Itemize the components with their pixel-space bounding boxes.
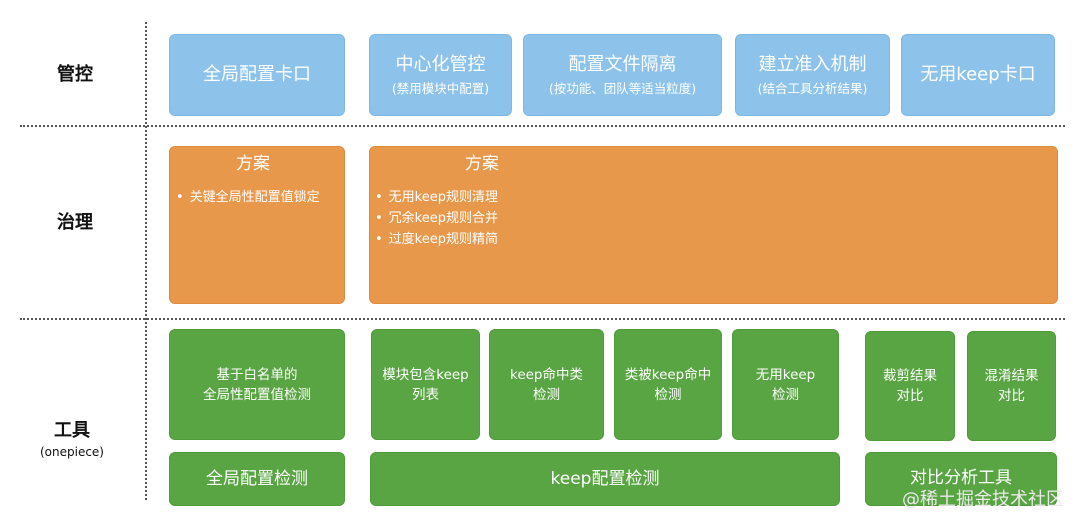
row-label-control-text: 管控 xyxy=(57,64,93,85)
tool-group-label: keep配置检测 xyxy=(550,469,660,489)
watermark-text: @稀土掘金技术社区 xyxy=(902,489,1064,510)
tool-box-line2: 对比 xyxy=(896,388,924,404)
control-box-centralized-control: 中心化管控 (禁用模块中配置) xyxy=(369,34,512,116)
tool-box-line2: 检测 xyxy=(654,386,682,403)
row-label-governance-text: 治理 xyxy=(57,212,93,233)
row-label-tools-sublabel: (onepiece) xyxy=(39,445,104,459)
tool-box-obfuscation-result-compare: 混淆结果 对比 xyxy=(967,331,1056,441)
tool-group-global-config-check: 全局配置检测 xyxy=(169,452,345,506)
row-label-governance: 治理 xyxy=(30,212,120,234)
tool-box-line2: 检测 xyxy=(533,386,560,403)
tool-box-line2: 列表 xyxy=(412,386,439,403)
row-divider-governance-tools xyxy=(20,318,1065,320)
tool-group-keep-config-check: keep配置检测 xyxy=(370,452,840,506)
tool-box-line1: 混淆结果 xyxy=(984,368,1039,384)
tool-box-line2: 全局性配置值检测 xyxy=(203,386,311,403)
governance-bullet-list: 关键全局性配置值锁定 xyxy=(176,187,320,208)
control-box-unused-keep-gate: 无用keep卡口 xyxy=(901,34,1055,116)
tool-group-compare-analysis: 对比分析工具 xyxy=(865,452,1057,506)
row-label-tools: 工具 (onepiece) xyxy=(22,420,122,460)
control-box-admission-mechanism: 建立准入机制 (结合工具分析结果) xyxy=(735,34,890,116)
row-divider-control-governance xyxy=(20,125,1065,127)
control-box-title: 全局配置卡口 xyxy=(203,64,311,85)
tool-box-module-keep-list: 模块包含keep 列表 xyxy=(371,329,480,440)
control-box-title: 建立准入机制 xyxy=(758,53,867,75)
tool-group-label: 对比分析工具 xyxy=(910,468,1012,488)
governance-bullet-list: 无用keep规则清理 冗余keep规则合并 过度keep规则精简 xyxy=(375,187,498,250)
control-box-title: 配置文件隔离 xyxy=(568,53,677,75)
governance-bullet-item: 过度keep规则精简 xyxy=(375,229,498,250)
label-column-divider xyxy=(145,22,147,500)
control-box-title: 无用keep卡口 xyxy=(920,64,1036,85)
tool-box-class-keep-hit-check: 类被keep命中 检测 xyxy=(614,329,722,440)
tool-box-keep-hit-class-check: keep命中类 检测 xyxy=(489,329,604,440)
control-box-subtitle: (结合工具分析结果) xyxy=(757,80,868,96)
governance-bullet-item: 关键全局性配置值锁定 xyxy=(176,187,320,208)
tool-box-line1: keep命中类 xyxy=(509,366,584,383)
governance-box-heading: 方案 xyxy=(465,154,499,174)
tool-box-shrink-result-compare: 裁剪结果 对比 xyxy=(865,331,955,441)
governance-box-heading: 方案 xyxy=(236,154,270,174)
tool-box-line1: 无用keep xyxy=(755,366,816,383)
control-box-config-file-isolation: 配置文件隔离 (按功能、团队等适当粒度) xyxy=(523,34,722,116)
control-box-subtitle: (禁用模块中配置) xyxy=(391,80,490,96)
governance-bullet-item: 无用keep规则清理 xyxy=(375,187,498,208)
governance-box-keep-rules: 方案 无用keep规则清理 冗余keep规则合并 过度keep规则精简 xyxy=(369,146,1058,304)
governance-box-config-lock: 方案 关键全局性配置值锁定 xyxy=(169,146,345,304)
tool-box-line2: 对比 xyxy=(998,388,1025,404)
control-box-title: 中心化管控 xyxy=(395,53,486,75)
tool-box-line2: 检测 xyxy=(772,386,799,403)
tool-box-line1: 模块包含keep xyxy=(382,366,469,383)
tool-box-line1: 基于白名单的 xyxy=(216,366,298,383)
tool-group-label: 全局配置检测 xyxy=(206,469,308,489)
tool-box-line1: 裁剪结果 xyxy=(883,368,937,384)
row-label-tools-text: 工具 xyxy=(54,420,90,441)
tool-box-line1: 类被keep命中 xyxy=(624,366,712,383)
control-box-global-config-gate: 全局配置卡口 xyxy=(169,34,345,116)
governance-bullet-item: 冗余keep规则合并 xyxy=(375,208,498,229)
control-box-subtitle: (按功能、团队等适当粒度) xyxy=(548,80,697,96)
tool-box-unused-keep-check: 无用keep 检测 xyxy=(732,329,839,440)
tool-box-whitelist-config-check: 基于白名单的 全局性配置值检测 xyxy=(169,329,345,440)
row-label-control: 管控 xyxy=(30,64,120,86)
